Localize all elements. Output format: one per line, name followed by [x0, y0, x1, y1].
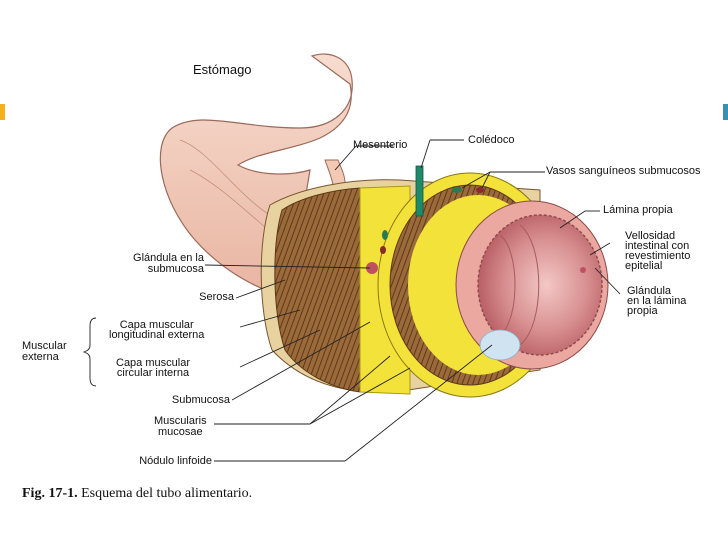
label-muscularis-mucosae: Muscularis mucosae — [154, 416, 207, 438]
label-muscular-externa-line-1: Muscular — [22, 340, 67, 352]
vessels-and-glands — [366, 187, 586, 274]
label-vellosidad-line-4: epitelial — [625, 260, 663, 272]
label-vellosidad-line-1: Vellosidad — [625, 230, 676, 242]
label-glandula-submucosa: Glándula en la submucosa — [110, 253, 204, 275]
right-accent-marker — [723, 104, 728, 120]
cross-section — [377, 172, 609, 398]
caption-text: Esquema del tubo alimentario. — [77, 486, 253, 501]
bile-duct — [415, 165, 424, 217]
label-nodulo-linfoide: Nódulo linfoide — [139, 455, 212, 467]
label-glandula-submucosa-line-1: Glándula en la — [133, 252, 204, 264]
label-vellosidad-line-3: revestimiento — [625, 250, 691, 262]
label-vellosidad-line-2: intestinal con — [625, 240, 690, 252]
label-vellosidad-intestinal: Vellosidad intestinal con revestimiento … — [625, 230, 691, 272]
label-mesenterio: Mesenterio — [353, 139, 408, 151]
caption-number: Fig. 17-1. — [22, 486, 78, 501]
label-submucosa: Submucosa — [171, 394, 230, 406]
label-muscular-externa: Muscular externa — [22, 341, 67, 363]
label-lamina-propia: Lámina propia — [603, 204, 673, 216]
label-muscularis-line-1: Muscularis — [154, 415, 207, 427]
left-accent-marker — [0, 104, 5, 120]
label-capa-longitudinal: Capa muscular longitudinal externa — [109, 319, 205, 341]
label-coledoco: Colédoco — [468, 134, 515, 146]
label-capa-circular: Capa muscular circular interna — [116, 357, 190, 379]
label-capa-circular-line-1: Capa muscular — [116, 357, 190, 369]
label-estomago: Estómago — [193, 62, 252, 77]
label-glandula-lamina-line-3: propia — [627, 305, 658, 317]
label-vasos-submucosos: Vasos sanguíneos submucosos — [546, 165, 701, 177]
label-capa-longitudinal-line-2: longitudinal externa — [109, 329, 205, 341]
label-glandula-lamina-propia: Glándula en la lámina propia — [627, 285, 687, 317]
label-glandula-lamina-line-2: en la lámina — [627, 295, 687, 307]
label-serosa: Serosa — [199, 291, 234, 303]
label-glandula-submucosa-line-2: submucosa — [147, 263, 204, 275]
label-muscular-externa-line-2: externa — [22, 351, 59, 363]
leader-lines — [82, 139, 621, 462]
label-glandula-lamina-line-1: Glándula — [627, 285, 672, 297]
figure-caption: Fig. 17-1. Esquema del tubo alimentario. — [22, 486, 252, 502]
label-capa-circular-line-2: circular interna — [116, 367, 190, 379]
label-muscularis-line-2: mucosae — [157, 426, 203, 438]
label-capa-longitudinal-line-1: Capa muscular — [119, 319, 194, 331]
